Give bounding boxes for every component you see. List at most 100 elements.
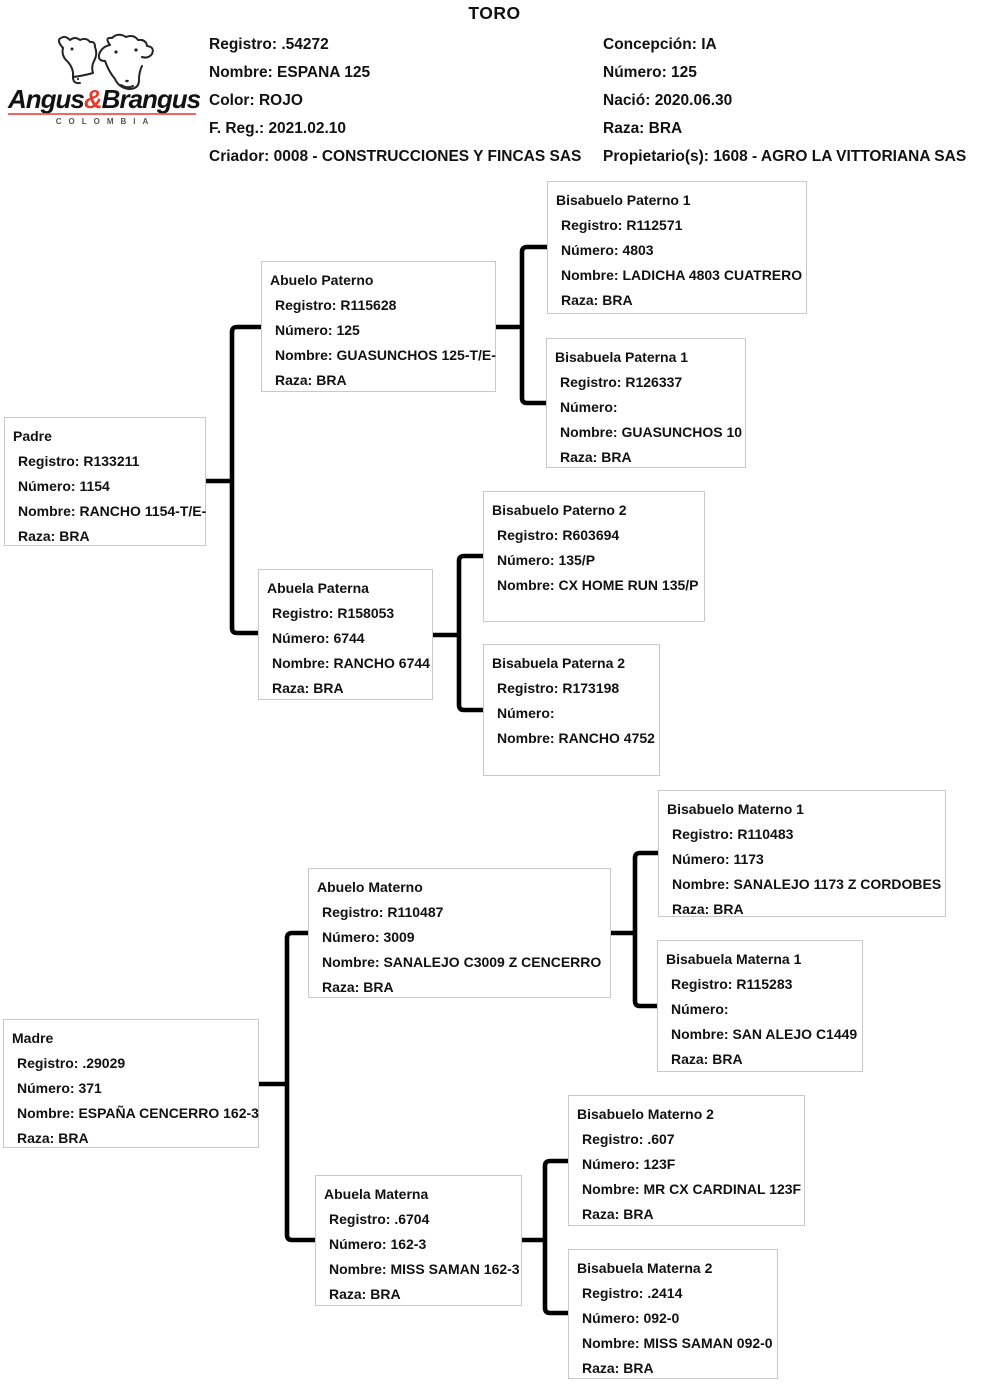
pedigree-node-bisabuela-materna-1: Bisabuela Materna 1 Registro: R115283 Nú… [657,940,863,1072]
node-nombre: Nombre: MR CX CARDINAL 123F [577,1177,801,1202]
logo-ampersand: & [83,84,103,114]
field-label: Número: [17,1080,75,1096]
field-label: Registro: [322,904,384,920]
field-value: GUASUNCHOS 10 [621,424,743,440]
field-label: Raza: [582,1206,620,1222]
field-value: 092-0 [643,1310,680,1326]
field-label: Número: [322,929,380,945]
field-label: Raza: [671,1051,709,1067]
node-registro: Registro: R126337 [555,370,741,395]
field-label: F. Reg.: [209,120,265,137]
pedigree-node-bisabuela-materna-2: Bisabuela Materna 2 Registro: .2414 Núme… [568,1249,778,1379]
field-value: 371 [78,1080,102,1096]
field-value: SANALEJO 1173 Z CORDOBES [733,876,942,892]
field-value: ESPANA 125 [277,64,371,81]
node-nombre: Nombre: MISS SAMAN 162-3 [324,1257,520,1282]
field-label: Raza: [272,680,310,696]
field-label: Nombre: [272,655,330,671]
field-label: Registro: [497,527,559,543]
field-label: Número: [275,322,333,338]
node-nombre: Nombre: SANALEJO C3009 Z CENCERRO [317,950,606,975]
logo-wordmark: Angus&Brangus [8,84,201,115]
field-label: Raza: [322,979,360,995]
field-value: MISS SAMAN 092-0 [643,1335,773,1351]
node-raza: Raza: BRA [317,975,606,1000]
header-color: Color: ROJO [209,87,581,115]
node-numero: Número: [555,395,741,420]
field-value: SAN ALEJO C1449 [732,1026,858,1042]
logo-word-brangus: Brangus [101,84,201,114]
pedigree-node-abuela-paterna: Abuela Paterna Registro: R158053 Número:… [258,569,433,700]
field-value: BRA [313,680,344,696]
field-value: R133211 [83,453,140,469]
field-label: Nombre: [560,424,618,440]
field-value: RANCHO 4752 [558,730,655,746]
header-criador: Criador: 0008 - CONSTRUCCIONES Y FINCAS … [209,143,581,171]
field-label: Nombre: [329,1261,387,1277]
field-value: BRA [363,979,394,995]
pedigree-node-bisabuelo-materno-1: Bisabuelo Materno 1 Registro: R110483 Nú… [658,790,946,917]
field-label: Raza: [560,449,598,465]
node-title: Bisabuelo Paterno 2 [492,502,627,518]
logo-word-angus: Angus [8,84,85,114]
node-nombre: Nombre: LADICHA 4803 CUATRERO [556,263,802,288]
field-label: Registro: [561,217,623,233]
field-label: Nombre: [17,1105,75,1121]
pedigree-node-bisabuela-paterna-1: Bisabuela Paterna 1 Registro: R126337 Nú… [546,338,746,468]
field-label: Criador: [209,148,270,165]
field-label: Concepción: [603,36,697,53]
field-label: Nombre: [322,954,380,970]
node-numero: Número: 1173 [667,847,941,872]
field-value: R110487 [387,904,444,920]
node-registro: Registro: .2414 [577,1281,773,1306]
node-title: Abuela Materna [324,1186,429,1202]
field-label: Nombre: [672,876,730,892]
pedigree-node-abuelo-materno: Abuelo Materno Registro: R110487 Número:… [308,868,611,998]
field-value: 6744 [333,630,365,646]
header-propietario: Propietario(s): 1608 - AGRO LA VITTORIAN… [603,143,966,171]
header-info-left: Registro: .54272 Nombre: ESPANA 125 Colo… [209,31,581,171]
pedigree-node-abuela-materna: Abuela Materna Registro: .6704 Número: 1… [315,1175,522,1306]
pedigree-node-padre: Padre Registro: R133211 Número: 1154 Nom… [4,417,206,546]
node-title: Bisabuela Materna 2 [577,1260,713,1276]
header-registro: Registro: .54272 [209,31,581,59]
field-label: Registro: [582,1131,644,1147]
field-value: 4803 [622,242,654,258]
field-value: 1608 - AGRO LA VITTORIANA SAS [713,148,967,165]
field-label: Número: [582,1156,640,1172]
node-registro: Registro: R115283 [666,972,858,997]
node-registro: Registro: .29029 [12,1051,254,1076]
connector-abuelo-materno [611,850,660,1009]
logo-country: COLOMBIA [55,117,156,126]
node-registro: Registro: R112571 [556,213,802,238]
field-label: Raza: [672,901,710,917]
node-raza: Raza: BRA [555,445,741,470]
field-label: Raza: [561,292,599,308]
node-nombre: Nombre: SAN ALEJO C1449 [666,1022,858,1047]
field-value: MISS SAMAN 162-3 [390,1261,520,1277]
field-label: Nombre: [671,1026,729,1042]
field-value: R173198 [562,680,620,696]
node-nombre: Nombre: GUASUNCHOS 10 [555,420,743,445]
field-label: Nombre: [582,1335,640,1351]
field-label: Raza: [582,1360,620,1376]
node-numero: Número: 6744 [267,626,428,651]
field-value: 162-3 [390,1236,427,1252]
node-nombre: Nombre: CX HOME RUN 135/P [492,573,700,598]
node-nombre: Nombre: RANCHO 4752 [492,726,655,751]
node-raza: Raza: BRA [270,368,491,393]
field-label: Registro: [497,680,559,696]
field-label: Raza: [17,1130,55,1146]
field-label: Nombre: [275,347,333,363]
node-numero: Número: [666,997,858,1022]
header-raza: Raza: BRA [603,115,966,143]
field-label: Registro: [18,453,80,469]
field-label: Nombre: [582,1181,640,1197]
field-label: Raza: [329,1286,367,1302]
pedigree-node-bisabuelo-paterno-2: Bisabuelo Paterno 2 Registro: R603694 Nú… [483,491,705,622]
field-label: Registro: [275,297,337,313]
field-value: BRA [59,528,90,544]
node-numero: Número: 123F [577,1152,800,1177]
